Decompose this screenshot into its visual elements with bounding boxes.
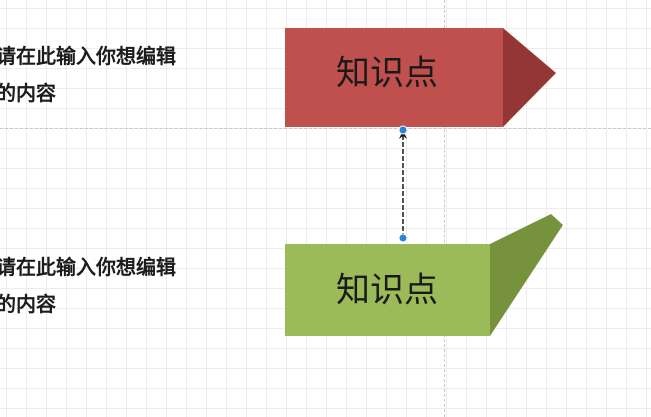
node-bottom-face xyxy=(285,244,490,336)
node-bottom[interactable]: 知识点 xyxy=(285,214,563,336)
note-text-top[interactable]: 请在此输入你想编辑 的内容 xyxy=(0,44,176,105)
node-top-face xyxy=(285,28,503,127)
note-text-bottom[interactable]: 请在此输入你想编辑 的内容 xyxy=(0,255,176,316)
node-top-label: 知识点 xyxy=(336,54,438,94)
node-top-side xyxy=(503,28,556,127)
connector-end-handle[interactable] xyxy=(398,125,408,135)
connector-start-handle[interactable] xyxy=(398,233,408,243)
node-bottom-label: 知识点 xyxy=(336,271,438,311)
node-bottom-side xyxy=(490,214,563,336)
vertical-guide-line xyxy=(444,0,445,417)
connector[interactable] xyxy=(398,125,408,243)
horizontal-guide-line xyxy=(0,128,651,129)
node-top[interactable]: 知识点 xyxy=(285,28,556,127)
